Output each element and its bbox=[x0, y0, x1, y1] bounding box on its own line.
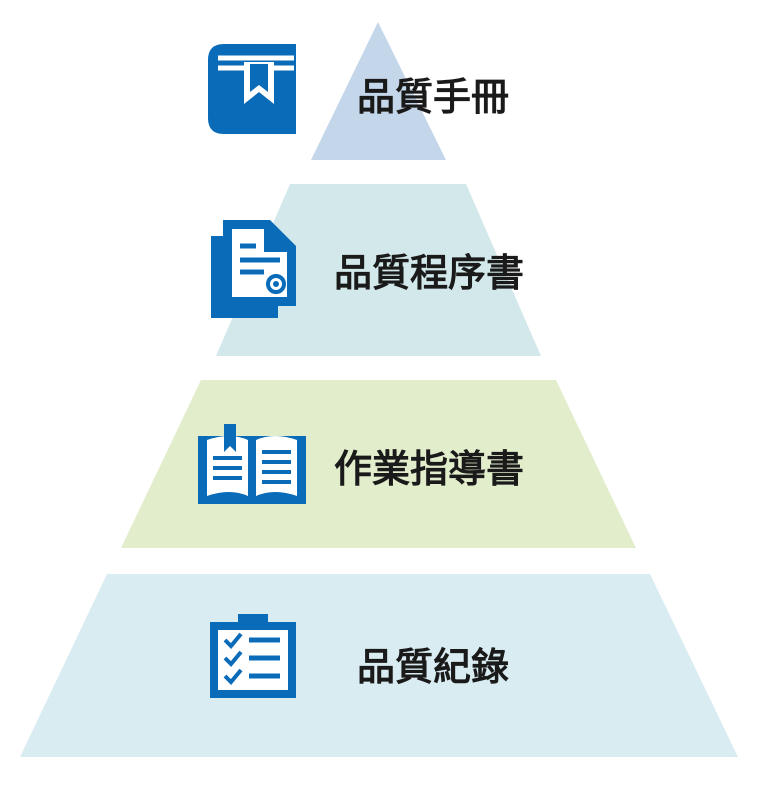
tier-work-instruction: 作業指導書 bbox=[121, 380, 636, 548]
tier-procedure-document: 品質程序書 bbox=[211, 184, 541, 356]
tier-4-shape bbox=[20, 574, 738, 757]
tier-2-shape bbox=[216, 184, 541, 356]
certificate-documents-icon bbox=[211, 220, 296, 318]
tier-label: 品質程序書 bbox=[334, 251, 524, 295]
tier-3-shape bbox=[121, 380, 636, 548]
book-bookmark-icon bbox=[208, 44, 296, 134]
open-book-icon bbox=[198, 424, 306, 504]
tier-label: 作業指導書 bbox=[334, 447, 524, 491]
tier-label: 品質手冊 bbox=[357, 75, 509, 119]
tier-quality-manual: 品質手冊 bbox=[208, 22, 509, 160]
clipboard-checklist-icon bbox=[210, 614, 296, 698]
tier-label: 品質紀錄 bbox=[357, 645, 509, 689]
tier-1-shape bbox=[311, 22, 446, 160]
tier-quality-record: 品質紀錄 bbox=[20, 574, 738, 757]
